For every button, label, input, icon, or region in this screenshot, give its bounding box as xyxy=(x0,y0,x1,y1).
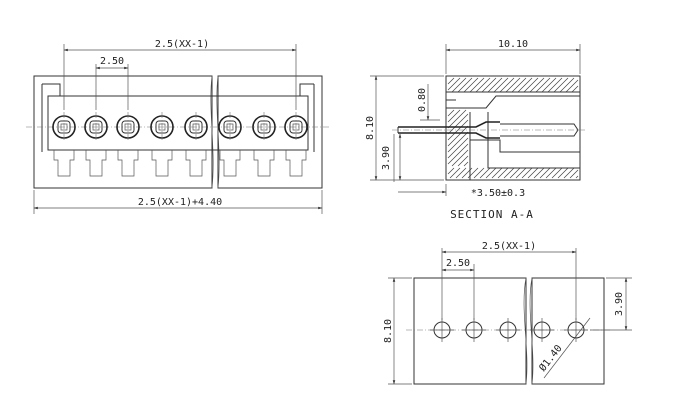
terminal-pin xyxy=(124,123,132,131)
terminal-pin xyxy=(226,123,234,131)
front-pitch-dim: 2.50 xyxy=(100,56,124,67)
pcb-hole-group xyxy=(430,318,588,342)
front-overall-pitch-dim: 2.5(XX-1) xyxy=(155,39,209,50)
section-height-dim: 8.10 xyxy=(365,116,376,140)
terminal-pin xyxy=(260,123,268,131)
terminal-pin xyxy=(192,123,200,131)
section-depth-dim: 10.10 xyxy=(498,39,528,50)
section-pin-length-dim: *3.50±0.3 xyxy=(471,188,525,199)
front-view: 2.5(XX-1) 2.50 2.5(XX-1)+4.40 xyxy=(26,39,330,214)
terminal-pin xyxy=(92,123,100,131)
section-hatch-top xyxy=(447,77,579,93)
front-total-length-dim: 2.5(XX-1)+4.40 xyxy=(138,197,222,208)
terminal-foot xyxy=(285,150,307,177)
pcb-overall-pitch-dim: 2.5(XX-1) xyxy=(482,241,536,252)
terminal-foot xyxy=(85,150,107,177)
pcb-layout-view: 2.5(XX-1) 2.50 8.10 3.90 Ø1.40 xyxy=(383,241,632,385)
pcb-height-dim: 8.10 xyxy=(383,319,394,343)
terminal-foot xyxy=(117,150,139,177)
pcb-row-offset-dim: 3.90 xyxy=(614,292,625,316)
pcb-pitch-dim: 2.50 xyxy=(446,258,470,269)
terminal-pin xyxy=(60,123,68,131)
terminal-foot xyxy=(219,150,241,177)
terminal-foot xyxy=(185,150,207,177)
section-view: 10.10 8.10 0.80 3.90 *3.50±0.3 SECTION A… xyxy=(365,39,586,221)
section-caption: SECTION A-A xyxy=(450,208,534,221)
terminal-foot xyxy=(53,150,75,177)
section-pin-height-dim: 3.90 xyxy=(381,146,392,170)
terminal-pin xyxy=(292,123,300,131)
terminal-foot xyxy=(151,150,173,177)
terminal-pin xyxy=(158,123,166,131)
terminal-foot xyxy=(253,150,275,177)
section-top-dim: 0.80 xyxy=(417,88,428,112)
front-pin-group xyxy=(52,112,308,177)
